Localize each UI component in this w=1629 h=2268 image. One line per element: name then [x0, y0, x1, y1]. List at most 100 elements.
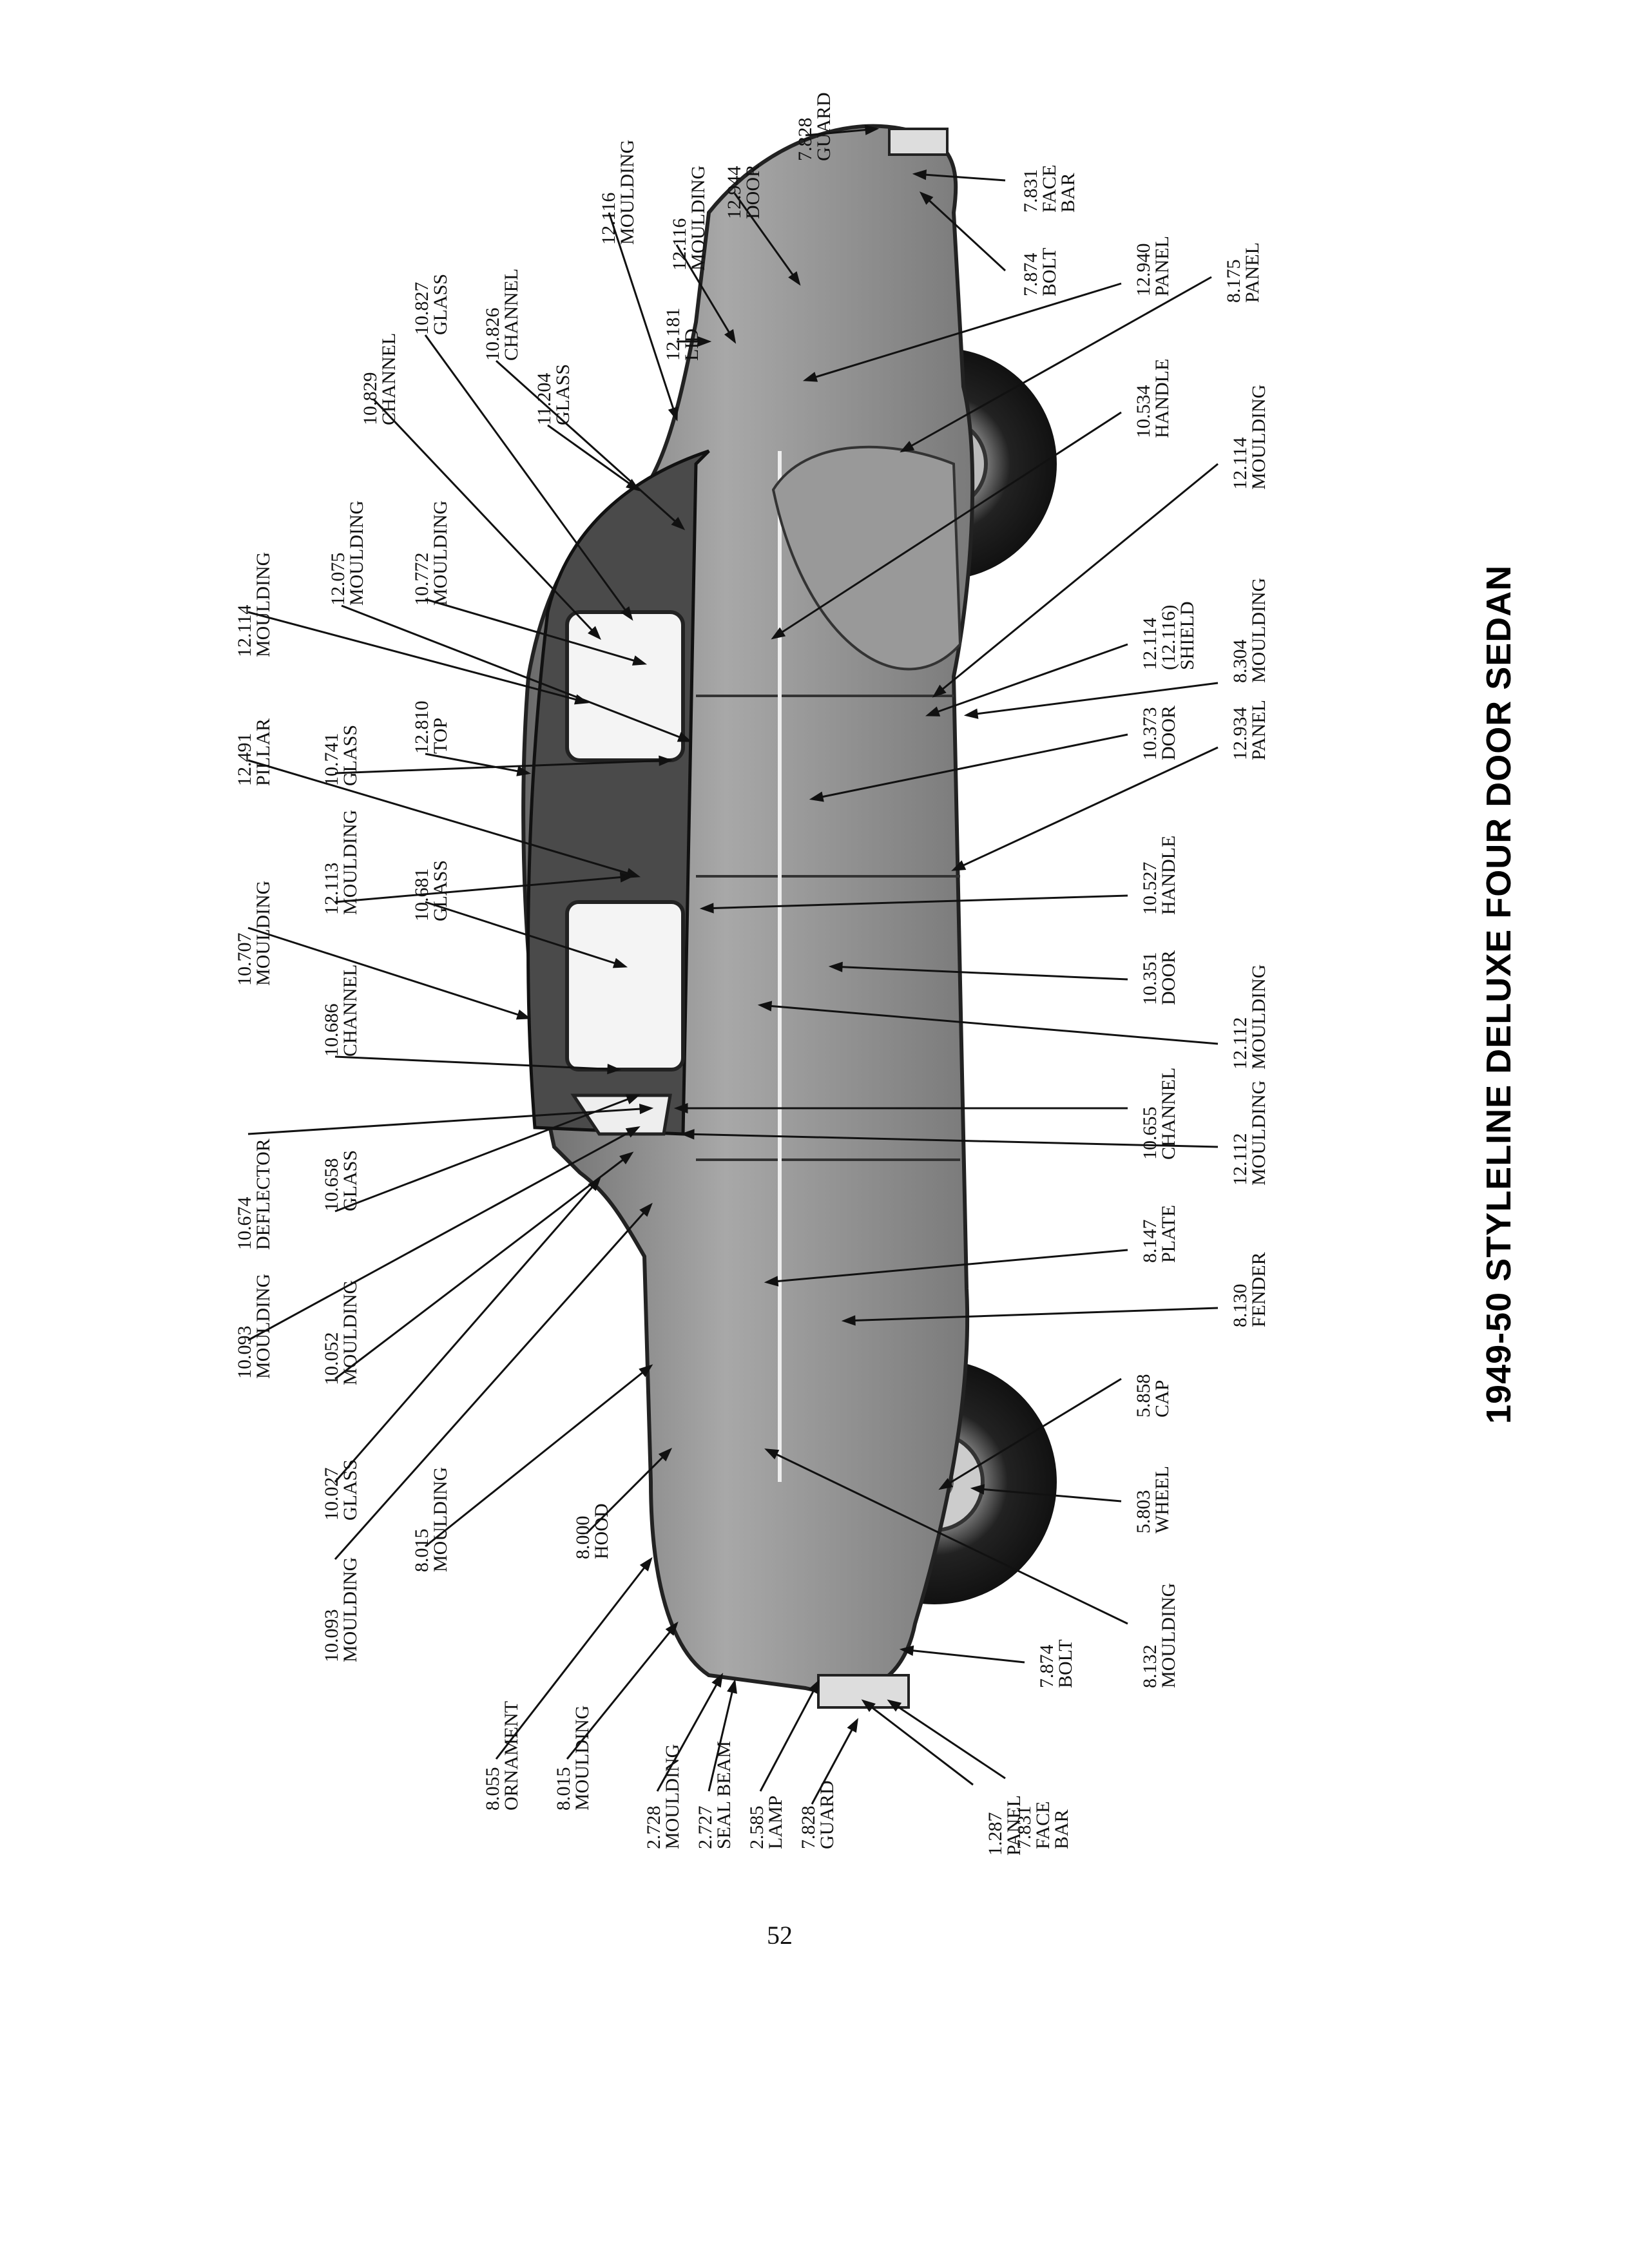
arrowhead-p24	[809, 791, 824, 802]
part-number: 10.052	[321, 1332, 342, 1386]
part-number: 1.287	[985, 1812, 1006, 1856]
arrowhead-p31	[757, 1001, 773, 1012]
arrowhead-p30	[828, 961, 843, 972]
part-number: 8.000	[572, 1515, 593, 1560]
part-name: GLASS	[430, 860, 451, 921]
arrowhead-p55	[861, 1699, 876, 1713]
arrowhead-p02	[724, 329, 737, 344]
part-label-p19: 12.114 (12.116)SHIELD	[1139, 601, 1198, 670]
leader-line-p44	[585, 1448, 671, 1535]
arrowhead-p50	[665, 1621, 679, 1636]
part-number: 8.130	[1229, 1283, 1251, 1328]
rear-fender	[771, 445, 962, 671]
rear-window	[565, 610, 685, 762]
leader-line-p36	[682, 1133, 1219, 1148]
arrowhead-p46	[970, 1484, 985, 1495]
leader-line-p56	[889, 1700, 1006, 1780]
part-number: 10.681	[411, 868, 432, 922]
part-name: MOULDING	[1248, 384, 1269, 490]
diagram-title: 1949-50 STYLELINE DELUXE FOUR DOOR SEDAN	[1480, 564, 1518, 1424]
leader-line-p12	[547, 424, 639, 491]
rear-bumper	[888, 128, 949, 156]
leader-line-p17	[341, 604, 690, 742]
part-name: PANEL	[1248, 700, 1269, 760]
part-name: LAMP	[765, 1795, 786, 1849]
leader-line-p02	[675, 244, 736, 342]
arrowhead-p36	[680, 1129, 695, 1140]
part-number: 8.132	[1139, 1644, 1161, 1689]
part-name: HOOD	[591, 1503, 612, 1559]
leader-line-p46	[972, 1487, 1122, 1503]
leader-line-p34	[334, 1094, 639, 1213]
part-name: ORNAMENT	[501, 1701, 522, 1811]
leader-line-p07	[805, 282, 1122, 381]
leader-line-p32	[334, 1055, 619, 1071]
part-number: 12.075	[327, 552, 349, 606]
page-number: 52	[767, 1921, 793, 1950]
part-number: 12.940	[1133, 243, 1154, 297]
part-number: 12.181	[662, 307, 684, 361]
arrowhead-p39	[764, 1276, 779, 1287]
leader-line-p48	[901, 1648, 1025, 1664]
part-name: FENDER	[1248, 1252, 1269, 1327]
arrowhead-p53	[808, 1679, 820, 1695]
part-name: SEAL BEAM	[713, 1740, 735, 1849]
leader-line-p52	[708, 1681, 736, 1792]
leader-line-p27	[334, 875, 632, 903]
arrowhead-p56	[887, 1699, 902, 1712]
leader-line-p49	[495, 1559, 652, 1760]
part-name: CHANNEL	[340, 964, 361, 1057]
leader-line-p18	[425, 598, 645, 665]
arrowhead-p28	[612, 957, 628, 968]
part-name: GUARD	[813, 92, 834, 161]
part-number: 10.741	[321, 733, 342, 787]
part-number: 10.686	[321, 1003, 342, 1057]
part-number: 12.112	[1229, 1017, 1251, 1070]
leader-line-p28	[425, 901, 626, 968]
leader-line-p39	[766, 1249, 1128, 1283]
part-number: 10.093	[234, 1325, 255, 1379]
leader-line-p33	[247, 1107, 651, 1135]
leader-line-p01	[608, 212, 678, 419]
leader-line-p19	[927, 643, 1128, 716]
part-number: 10.827	[411, 282, 432, 336]
arrowhead-p13	[697, 336, 712, 347]
part-name: MOULDING	[662, 1744, 683, 1849]
leader-line-p47	[766, 1448, 1128, 1625]
arrowhead-p10	[621, 606, 633, 621]
part-name: GLASS	[340, 1149, 361, 1211]
leader-line-p42	[334, 1204, 652, 1560]
part-number: 12.944	[724, 166, 745, 220]
part-number: 11.204	[534, 372, 555, 425]
arrowhead-p03	[788, 271, 801, 286]
part-name: CHANNEL	[1158, 1067, 1179, 1160]
part-number: 10.093	[321, 1609, 342, 1663]
part-name: WHEEL	[1152, 1466, 1173, 1533]
leader-line-p54	[811, 1720, 858, 1805]
arrowhead-p12	[626, 479, 641, 492]
arrowhead-p06	[919, 191, 934, 205]
leader-line-p50	[566, 1623, 678, 1760]
leader-line-p09	[372, 398, 601, 639]
